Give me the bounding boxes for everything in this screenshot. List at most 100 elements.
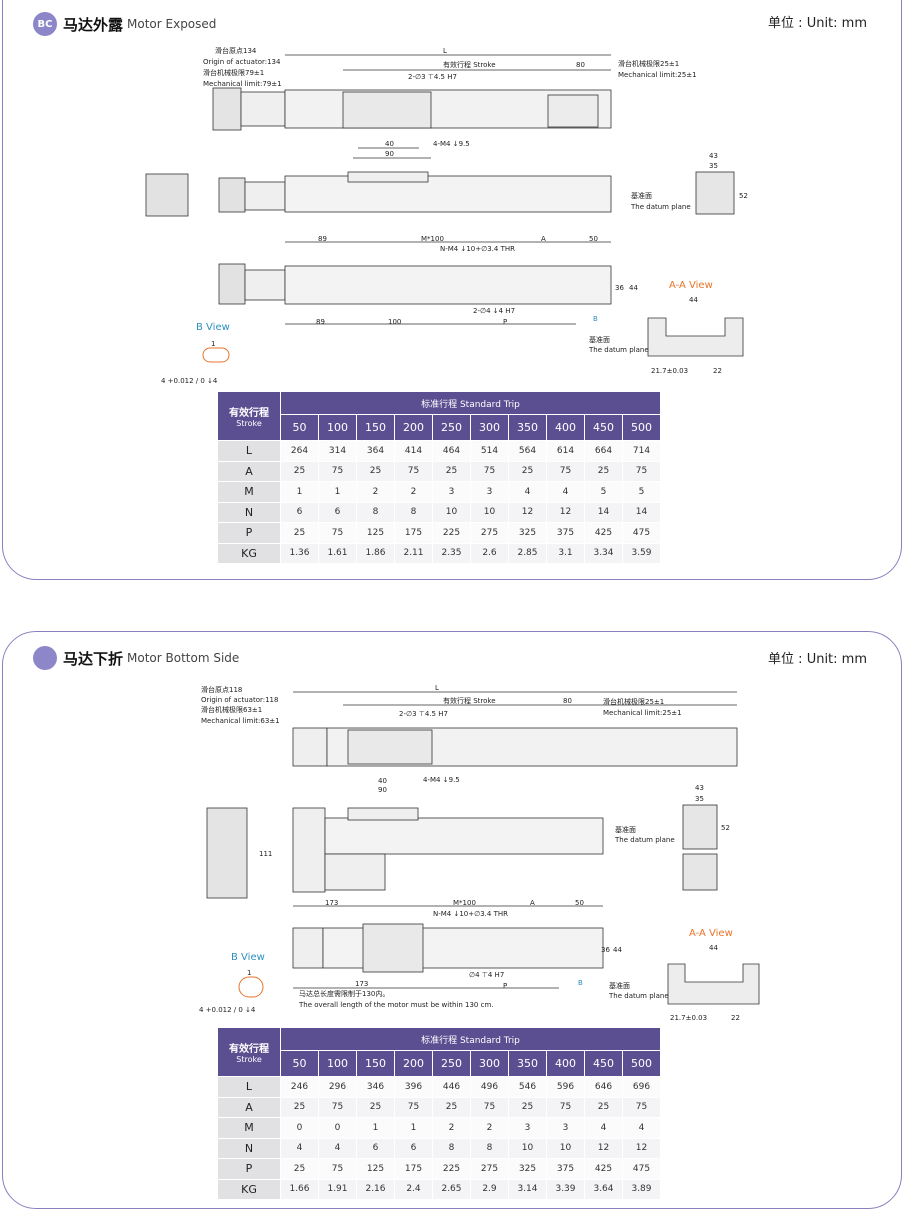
- b-view-dim-1: 1: [211, 340, 215, 348]
- table-cell: 2.9: [470, 1178, 509, 1200]
- b-view-title: B View: [196, 322, 230, 333]
- section-badge: [33, 646, 57, 670]
- table-cell: 25: [280, 522, 319, 544]
- table-cell: 75: [318, 460, 357, 482]
- dim-m100: M*100: [421, 235, 444, 243]
- table-cell: 75: [622, 1096, 661, 1118]
- section-title-cn: 马达下折: [63, 649, 124, 668]
- dim-52: 52: [739, 192, 748, 200]
- table-cell: 3.1: [546, 542, 585, 564]
- table-cell: 12: [546, 501, 585, 523]
- thread-callout: 4-M4 ↓9.5: [423, 776, 460, 784]
- table-cell: 3.64: [584, 1178, 623, 1200]
- dim-43: 43: [709, 152, 718, 160]
- dim-44-vertical: 44: [629, 284, 638, 292]
- hole-callout: 2-∅3 ⊤4.5 H7: [399, 710, 448, 718]
- table-cell: 325: [508, 522, 547, 544]
- table-cell: 75: [318, 1096, 357, 1118]
- table-cell: 446: [432, 1076, 471, 1098]
- motor-length-note-cn: 马达总长度需限制于130内。: [299, 989, 389, 998]
- dim-80: 80: [563, 697, 572, 705]
- stroke-header-cell: 500: [622, 414, 661, 441]
- table-cell: 10: [546, 1137, 585, 1159]
- table-cell: 14: [622, 501, 661, 523]
- table-title-cell: 有效行程 Stroke: [217, 391, 281, 441]
- dim-52: 52: [721, 824, 730, 832]
- technical-drawing: 滑台原点134 Origin of actuator:134 滑台机械极限79±…: [145, 46, 748, 385]
- table-cell: 646: [584, 1076, 623, 1098]
- row-header-cell: P: [217, 522, 281, 544]
- row-header-cell: M: [217, 481, 281, 503]
- table-cell: 75: [318, 522, 357, 544]
- table-standard-trip: 标准行程 Standard Trip: [280, 391, 661, 415]
- mech-right-cn: 滑台机械极限25±1: [618, 59, 679, 68]
- table-cell: 25: [280, 1158, 319, 1180]
- table-cell: 75: [470, 1096, 509, 1118]
- stroke-header-cell: 350: [508, 1050, 547, 1077]
- table-cell: 375: [546, 1158, 585, 1180]
- b-view-slot: [238, 976, 264, 998]
- stroke-header-cell: 50: [280, 414, 319, 441]
- stroke-header-cell: 450: [584, 1050, 623, 1077]
- table-cell: 475: [622, 1158, 661, 1180]
- aa-dim-21-7: 21.7±0.03: [670, 1014, 707, 1022]
- section-header: BC 马达外露 Motor Exposed: [33, 12, 216, 36]
- thread-callout: 4-M4 ↓9.5: [433, 140, 470, 148]
- table-cell: 125: [356, 1158, 395, 1180]
- top-view: [292, 691, 738, 767]
- table-cell: 664: [584, 440, 623, 462]
- origin-cn: 滑台原点118: [201, 685, 242, 694]
- table-cell: 2.65: [432, 1178, 471, 1200]
- table-cell: 1.36: [280, 542, 319, 564]
- stroke-header-cell: 300: [470, 414, 509, 441]
- b-view-title: B View: [231, 952, 265, 963]
- dim-80: 80: [576, 61, 585, 69]
- table-title-en: Stroke: [236, 419, 262, 428]
- technical-drawing: 滑台原点118 Origin of actuator:118 滑台机械极限63±…: [199, 684, 760, 1022]
- stroke-header-cell: 100: [318, 1050, 357, 1077]
- aa-dim-22: 22: [713, 367, 722, 375]
- table-cell: 314: [318, 440, 357, 462]
- dim-stroke: 有效行程 Stroke: [443, 696, 496, 705]
- table-cell: 0: [280, 1117, 319, 1139]
- b-view-slot: [202, 347, 230, 363]
- dim-89-bottom: 89: [316, 318, 325, 326]
- table-cell: 0: [318, 1117, 357, 1139]
- datum2-cn: 基准面: [589, 335, 610, 344]
- table-cell: 25: [584, 460, 623, 482]
- table-cell: 396: [394, 1076, 433, 1098]
- table-cell: 3: [508, 1117, 547, 1139]
- dim-stroke: 有效行程 Stroke: [443, 60, 496, 69]
- hole-callout: 2-∅3 ⊤4.5 H7: [408, 73, 457, 81]
- section-title-cn: 马达外露: [63, 15, 124, 34]
- row-header-cell: L: [217, 440, 281, 462]
- table-cell: 25: [280, 1096, 319, 1118]
- table-top-row: 有效行程 Stroke 标准行程 Standard Trip: [217, 1027, 661, 1077]
- b-view-tolerance: 4 +0.012 / 0 ↓4: [199, 1006, 256, 1014]
- dim-44-vertical: 44: [613, 946, 622, 954]
- table-cell: 25: [356, 460, 395, 482]
- table-cell: 4: [546, 481, 585, 503]
- row-header-cell: L: [217, 1076, 281, 1098]
- table-cell: 225: [432, 1158, 471, 1180]
- dim-90: 90: [385, 150, 394, 158]
- table-standard-trip: 标准行程 Standard Trip: [280, 1027, 661, 1051]
- aa-view-title: A-A View: [689, 928, 733, 939]
- aa-dim-22: 22: [731, 1014, 740, 1022]
- table-cell: 75: [394, 460, 433, 482]
- stroke-header-cell: 400: [546, 1050, 585, 1077]
- table-cell: 6: [356, 1137, 395, 1159]
- dim-40: 40: [385, 140, 394, 148]
- table-cell: 1.91: [318, 1178, 357, 1200]
- table-cell: 25: [356, 1096, 395, 1118]
- dim-36: 36: [601, 946, 610, 954]
- dim-90: 90: [378, 786, 387, 794]
- row-header-cell: N: [217, 1137, 281, 1159]
- datum-en: The datum plane: [614, 836, 675, 844]
